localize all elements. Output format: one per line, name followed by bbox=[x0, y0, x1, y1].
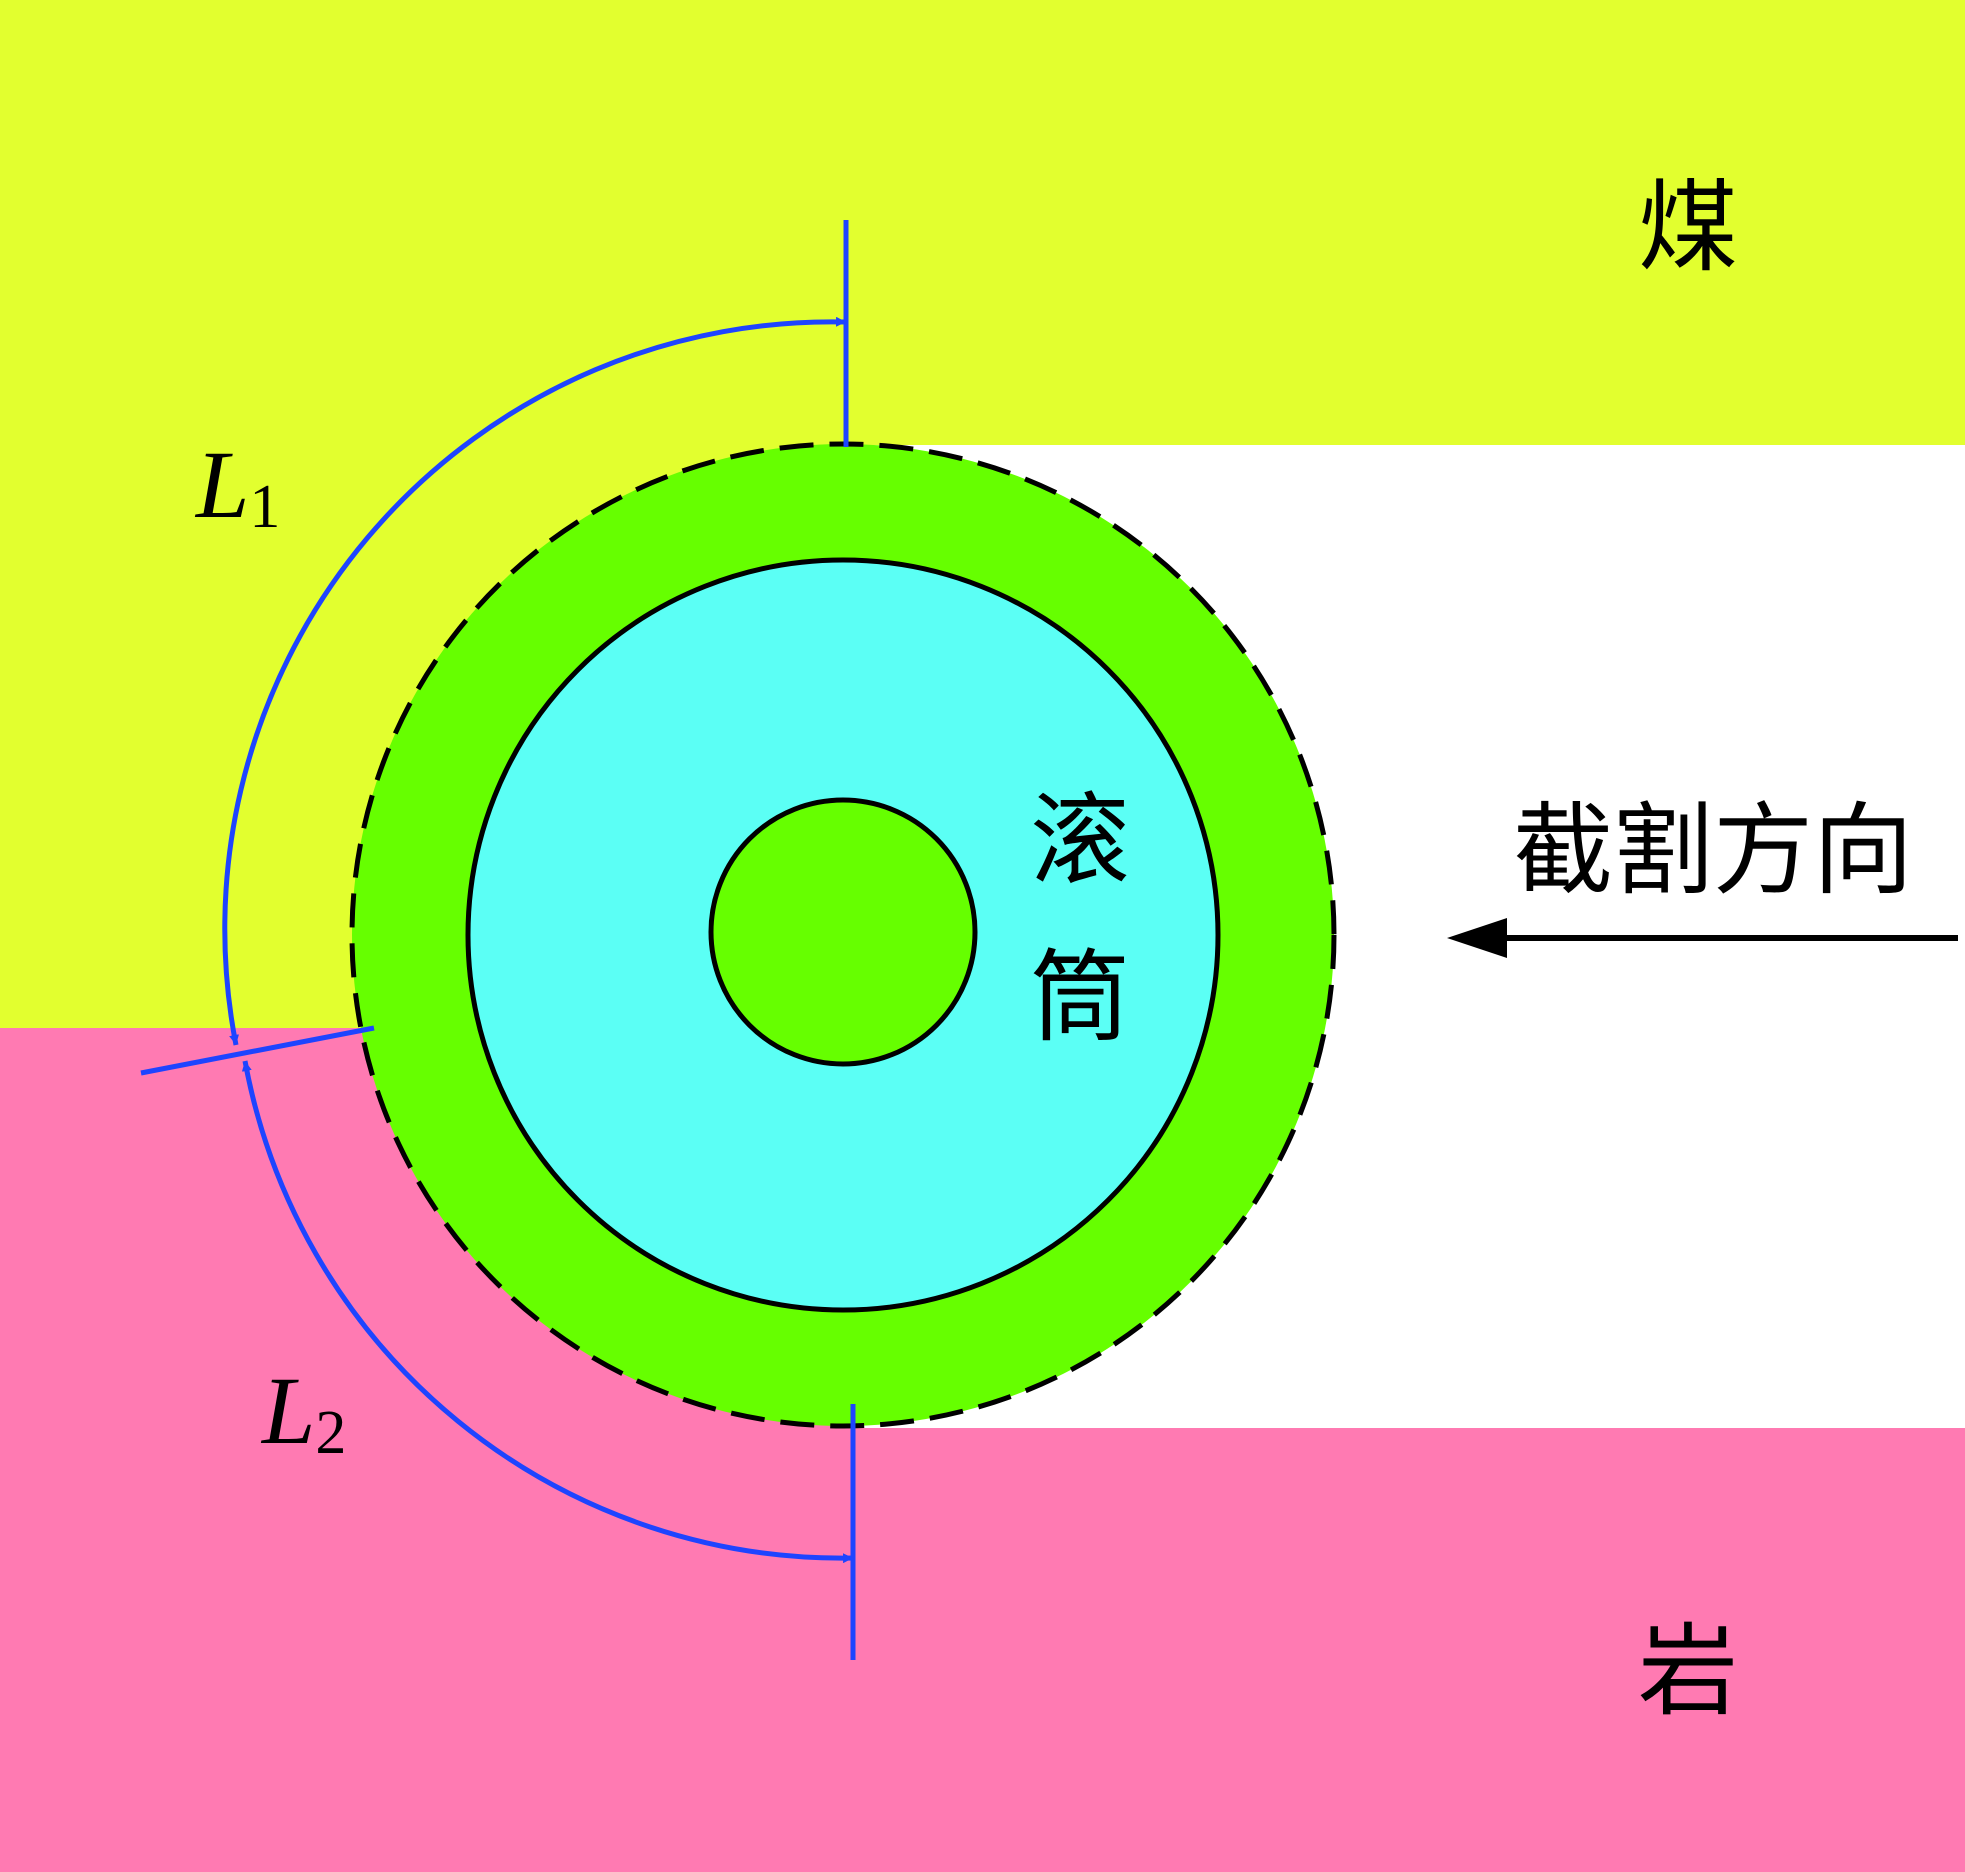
l2-label-var: L bbox=[260, 1357, 315, 1464]
drum-label-line2: 筒 bbox=[1030, 939, 1130, 1056]
drum-label-line1: 滚 bbox=[1030, 782, 1130, 899]
l2-label-sub: 2 bbox=[315, 1399, 346, 1467]
coal-label: 煤 bbox=[1638, 169, 1738, 286]
l1-label-var: L bbox=[194, 431, 249, 538]
cutting-direction-arrow-icon bbox=[1447, 918, 1507, 958]
rock-label: 岩 bbox=[1638, 1613, 1738, 1730]
drum-hub bbox=[708, 797, 978, 1067]
l1-label-sub: 1 bbox=[249, 473, 280, 541]
l1-label: L1 bbox=[194, 431, 280, 541]
l2-dimension-arc bbox=[241, 1060, 854, 1564]
l2-label: L2 bbox=[260, 1357, 346, 1467]
cutting-direction-label: 截割方向 bbox=[1513, 792, 1913, 909]
l1-dimension-arc bbox=[222, 316, 847, 1046]
boundary-extension-line bbox=[140, 1025, 375, 1076]
